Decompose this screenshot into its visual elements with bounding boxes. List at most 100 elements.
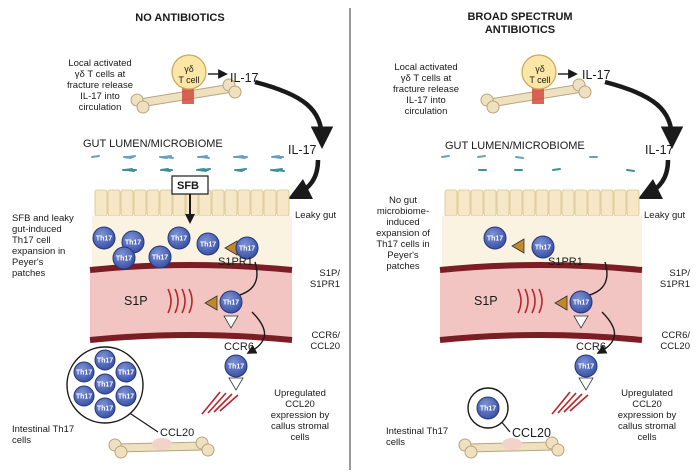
bacterium (160, 168, 169, 171)
th17-label: Th17 (535, 245, 551, 252)
th17-label: Th17 (152, 255, 168, 262)
left-upreg-line: cells (290, 432, 310, 443)
fracture-bone-knob (136, 100, 150, 114)
right-no-gut-line: microbiome- (376, 206, 430, 217)
epithelial-cell (522, 189, 536, 217)
th17-cell (167, 226, 191, 250)
th17-label: Th17 (96, 236, 112, 243)
th17-cell (112, 246, 136, 270)
right-no-gut-line: expansion of (376, 228, 430, 239)
right-gd-label-line: γδ (535, 64, 545, 74)
left-sfb-label: SFB (177, 180, 199, 192)
s1p-gradient-wave (188, 288, 193, 314)
right-gd-label-line: T cell (529, 75, 551, 85)
th17-cell (94, 397, 116, 419)
left-local-line: circulation (78, 102, 122, 113)
right-no-gut-text: No gut microbiome- induced expansion of … (366, 195, 440, 272)
bacterium (159, 156, 168, 159)
right-local-line: IL-17 into (406, 95, 446, 106)
bacterium (271, 155, 280, 158)
right-no-gut-line: Peyer's (387, 250, 419, 261)
bacterium (91, 155, 100, 158)
callus (502, 438, 522, 450)
left-expansion-line: SFB and leaky (12, 213, 74, 224)
epithelial-cell (224, 189, 238, 217)
fracture-bone-knob (578, 85, 592, 99)
epithelial-cell (613, 189, 627, 217)
th17-cell (73, 385, 95, 407)
s1pr1-receptor-vessel (554, 295, 568, 311)
left-expansion-line: Peyer's (12, 257, 44, 268)
left-intestinal-line: Intestinal Th17 (12, 424, 75, 435)
left-s1p-pair-line: S1P/ (319, 268, 340, 279)
s1pr1-receptor (511, 238, 525, 254)
right-ccr6-pair-line: CCL20 (660, 341, 690, 352)
left-expansion-text: SFB and leaky gut-induced Th17 cell expa… (12, 213, 74, 279)
right-upreg-line: Upregulated (621, 388, 673, 399)
fracture-site (182, 88, 194, 104)
right-local-line: fracture release (392, 84, 459, 95)
right-il17-top: IL-17 (582, 68, 611, 82)
th17-label: Th17 (200, 242, 216, 249)
right-leaky-gut: Leaky gut (644, 210, 686, 221)
callus-bone-knob (114, 445, 128, 459)
right-intestinal-text: Intestinal Th17 cells (386, 426, 448, 448)
bacterium (270, 169, 279, 172)
right-no-gut-line: induced (386, 217, 420, 228)
th17-cell (73, 361, 95, 383)
th17-cell (115, 361, 137, 383)
blood-vessel-lumen (440, 267, 642, 338)
left-intestinal-line: cells (12, 435, 32, 446)
left-s1pr1-label: S1PR1 (218, 256, 253, 268)
th17-label: Th17 (118, 370, 134, 377)
circulation-arrow (604, 79, 684, 149)
right-upreg-text: Upregulated CCL20 expression by callus s… (604, 388, 690, 443)
ccl20-gradient (551, 391, 571, 415)
gut-arrow (637, 159, 671, 200)
th17-cell (115, 385, 137, 407)
left-gd-cell-label: γδ T cell (174, 64, 204, 86)
left-gd-label-line: T cell (178, 75, 200, 85)
epithelial-cell (483, 189, 497, 217)
left-local-line: γδ T cells at (74, 69, 126, 80)
ccl20-gradient (207, 392, 227, 414)
left-intestinal-text: Intestinal Th17 cells (12, 424, 74, 446)
epithelial-cell (470, 189, 484, 217)
th17-label: Th17 (97, 406, 113, 413)
right-upreg-line: CCL20 (632, 399, 662, 410)
ccr6-receptor (573, 315, 589, 329)
epithelial-cell (276, 189, 290, 217)
right-s1p-pair-line: S1PR1 (659, 279, 690, 290)
epithelial-cell (509, 189, 523, 217)
right-ccr6-pair: CCR6/ CCL20 (638, 330, 690, 352)
fracture-bone-knob (486, 100, 500, 114)
th17-cell (94, 349, 116, 371)
th17-cell (574, 354, 598, 378)
right-local-line: circulation (404, 106, 448, 117)
right-heading: BROAD SPECTRUM ANTIBIOTICS (435, 11, 605, 37)
th17-cell (569, 290, 593, 314)
left-leaky-gut: Leaky gut (295, 210, 337, 221)
left-gut-label: GUT LUMEN/MICROBIOME (83, 138, 223, 150)
epithelial-cell (263, 189, 277, 217)
left-expansion-line: Th17 cell (12, 235, 51, 246)
left-s1p-pair-line: S1PR1 (309, 279, 340, 290)
s1p-gradient-wave (181, 288, 186, 314)
epithelial-cell (133, 189, 147, 217)
th17-label: Th17 (171, 236, 187, 243)
ccr6-receptor-2 (228, 377, 244, 391)
s1p-gradient-wave (174, 288, 179, 314)
th17-label: Th17 (116, 256, 132, 263)
left-expansion-line: patches (12, 268, 46, 279)
left-ccr6-pair-line: CCL20 (310, 341, 340, 352)
blood-vessel-wall-top (89, 262, 293, 273)
bacterium (441, 155, 450, 158)
circulation-arrow (254, 79, 334, 149)
bacterium (515, 156, 524, 159)
gut-arrow (287, 159, 321, 200)
th17-label: Th17 (480, 406, 496, 413)
s1p-gradient-wave (531, 288, 536, 314)
left-s1p-label: S1P (124, 294, 148, 308)
